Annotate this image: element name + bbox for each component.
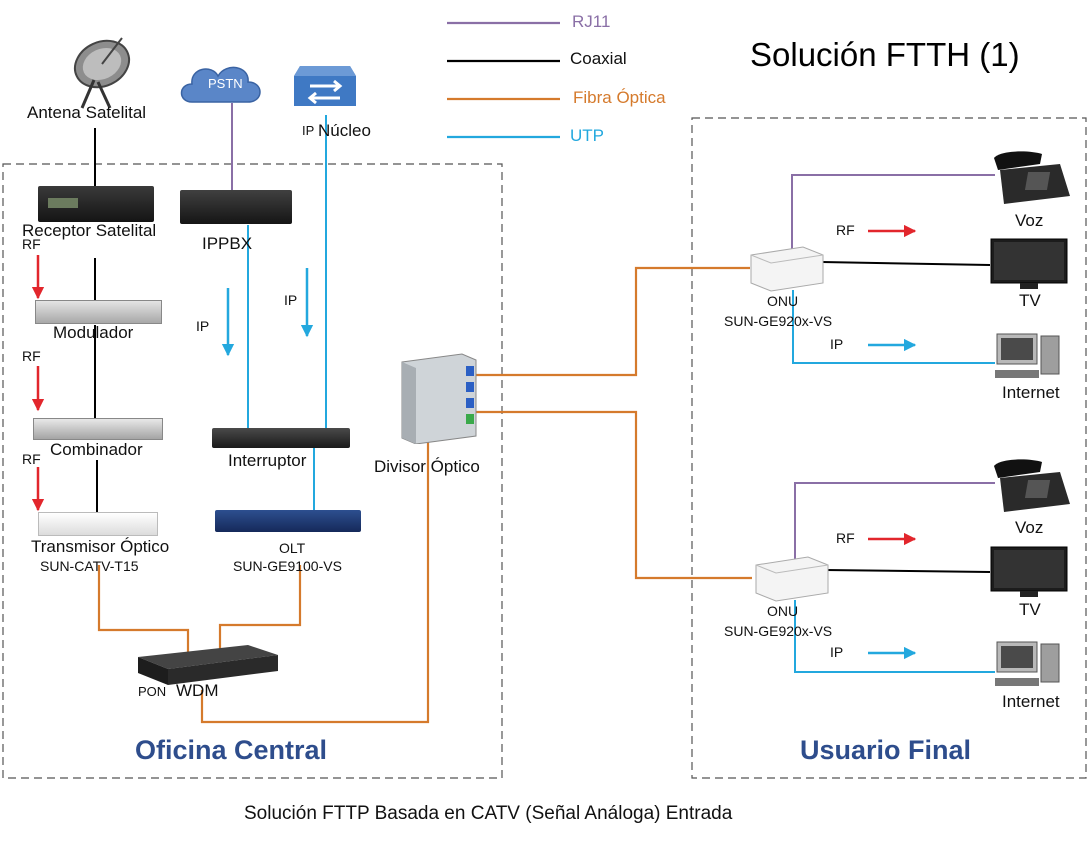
label-core: Núcleo: [318, 121, 371, 140]
label-transmitter: Transmisor Óptico: [31, 537, 170, 556]
label-olt-model: SUN-GE9100-VS: [233, 558, 342, 574]
label-user1-rf: RF: [836, 222, 855, 238]
central-office-box: [2, 163, 503, 779]
utp-onu2-pc: [794, 600, 995, 673]
tv-icon: [990, 546, 1068, 597]
ippbx-device: [180, 190, 292, 224]
label-user2-onu: ONU: [767, 603, 799, 619]
utp-onu1-pc: [792, 290, 995, 364]
diagram-caption: Solución FTTP Basada en CATV (Señal Anál…: [244, 803, 733, 824]
phone-icon: [994, 151, 1070, 204]
pstn-label: PSTN: [208, 76, 243, 91]
label-user1-onu: ONU: [767, 293, 799, 309]
core-router-icon: [294, 66, 356, 106]
label-modulator: Modulador: [53, 323, 134, 342]
receiver-display: [48, 198, 78, 208]
label-antenna: Antena Satelital: [27, 103, 147, 122]
phone-icon: [994, 459, 1070, 512]
end-user-box: [691, 117, 1087, 779]
label-ip-left: IP: [196, 318, 210, 334]
switch-device: [212, 428, 350, 448]
label-wdm-prefix: PON: [138, 684, 167, 699]
pstn-cloud-icon: [180, 66, 261, 103]
label-user1-internet: Internet: [1002, 383, 1060, 402]
section-end-user: Usuario Final: [800, 735, 972, 765]
label-user1-model: SUN-GE920x-VS: [724, 313, 833, 329]
label-user2-voice: Voz: [1015, 518, 1044, 537]
legend-label-fibra: Fibra Óptica: [573, 88, 666, 107]
label-user1-voice: Voz: [1015, 211, 1044, 230]
coax-onu2-tv: [824, 569, 991, 573]
label-user2-rf: RF: [836, 530, 855, 546]
label-receiver: Receptor Satelital: [22, 221, 157, 240]
onu-device-2: [755, 556, 829, 602]
label-user1-tv: TV: [1019, 291, 1041, 310]
label-rf-2: RF: [22, 348, 41, 364]
page-title: Solución FTTH (1): [750, 36, 1020, 73]
pon-wdm-device: [138, 645, 278, 685]
combiner-device: [33, 418, 163, 440]
label-user2-internet: Internet: [1002, 692, 1060, 711]
label-combiner: Combinador: [50, 440, 143, 459]
label-rf-3: RF: [22, 451, 41, 467]
label-switch: Interruptor: [228, 451, 307, 470]
optical-transmitter-device: [38, 512, 158, 536]
fiber-transmitter-wdm: [97, 565, 190, 655]
fiber-splitter-onu2: [475, 410, 752, 580]
label-user2-ip: IP: [830, 644, 844, 660]
tv-icon: [990, 238, 1068, 289]
legend-label-coaxial: Coaxial: [570, 49, 627, 68]
label-user2-tv: TV: [1019, 600, 1041, 619]
label-rf-1: RF: [22, 236, 41, 252]
label-ip-right: IP: [284, 292, 298, 308]
label-ippbx: IPPBX: [202, 234, 253, 253]
rj11-onu1-phone: [791, 174, 995, 250]
computer-icon: [995, 333, 1060, 378]
optical-splitter-device: [401, 353, 477, 444]
label-splitter: Divisor Óptico: [374, 457, 480, 476]
fiber-splitter-onu1: [475, 266, 750, 377]
olt-device: [215, 510, 361, 532]
rj11-onu2-phone: [794, 482, 995, 560]
coax-onu1-tv: [821, 261, 991, 266]
label-olt: OLT: [279, 540, 306, 556]
legend-label-utp: UTP: [570, 126, 604, 145]
label-user2-model: SUN-GE920x-VS: [724, 623, 833, 639]
label-transmitter-model: SUN-CATV-T15: [40, 558, 139, 574]
fiber-olt-wdm: [218, 565, 302, 655]
satellite-dish-icon: [73, 37, 131, 109]
label-core-prefix: IP: [302, 123, 315, 138]
modulator-device: [35, 300, 162, 324]
section-central-office: Oficina Central: [135, 735, 328, 765]
label-wdm: WDM: [176, 681, 219, 700]
onu-device-1: [750, 246, 824, 292]
legend-label-rj11: RJ11: [572, 12, 611, 31]
computer-icon: [995, 641, 1060, 686]
label-user1-ip: IP: [830, 336, 844, 352]
fiber-wdm-splitter: [200, 420, 430, 724]
